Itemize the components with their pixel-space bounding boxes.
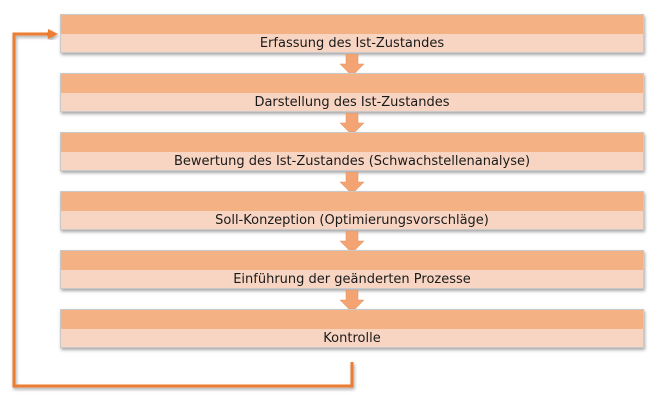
step-label: Einführung der geänderten Prozesse xyxy=(233,272,471,287)
step-label: Darstellung des Ist-Zustandes xyxy=(254,95,450,110)
down-arrow-icon xyxy=(340,290,364,312)
step-erfassung: Erfassung des Ist-Zustandes xyxy=(60,14,644,53)
down-arrow-icon xyxy=(340,113,364,135)
down-arrow-icon xyxy=(340,54,364,76)
step-label: Bewertung des Ist-Zustandes (Schwachstel… xyxy=(173,154,531,169)
step-soll-konzeption: Soll-Konzeption (Optimierungsvorschläge) xyxy=(60,191,644,230)
step-kontrolle: Kontrolle xyxy=(60,309,644,348)
loop-arrowhead-icon xyxy=(48,29,58,39)
down-arrow-icon xyxy=(340,172,364,194)
step-einfuehrung: Einführung der geänderten Prozesse xyxy=(60,250,644,289)
step-label: Kontrolle xyxy=(323,331,381,346)
down-arrow-icon xyxy=(340,231,364,253)
step-bewertung: Bewertung des Ist-Zustandes (Schwachstel… xyxy=(60,132,644,171)
step-label: Soll-Konzeption (Optimierungsvorschläge) xyxy=(215,213,489,228)
step-darstellung: Darstellung des Ist-Zustandes xyxy=(60,73,644,112)
step-label: Erfassung des Ist-Zustandes xyxy=(259,36,445,51)
